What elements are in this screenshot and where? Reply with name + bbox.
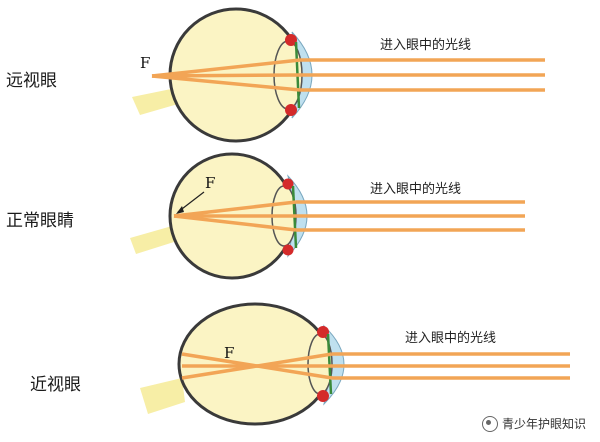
ray-1-converge bbox=[173, 200, 297, 218]
light-rays bbox=[173, 200, 525, 232]
iris-top bbox=[282, 178, 294, 190]
iris-top bbox=[285, 34, 297, 46]
row-label-normal: 正常眼睛 bbox=[6, 211, 74, 231]
light-rays bbox=[151, 58, 545, 92]
normal-eye bbox=[130, 152, 525, 280]
ray-3-converge bbox=[173, 214, 297, 232]
light-rays bbox=[181, 352, 570, 380]
iris-bottom bbox=[317, 390, 329, 402]
nearsighted-eye bbox=[140, 302, 570, 426]
ciliary-muscle bbox=[326, 333, 333, 395]
row-label-nearsighted: 近视眼 bbox=[30, 375, 81, 395]
arrowhead bbox=[176, 206, 184, 214]
light-beam bbox=[140, 378, 185, 414]
iris-top bbox=[317, 326, 329, 338]
wechat-icon bbox=[481, 415, 498, 432]
ray-caption-nearsighted: 进入眼中的光线 bbox=[405, 331, 497, 346]
focal-label-normal: F bbox=[205, 174, 216, 192]
ray-3-converge bbox=[151, 74, 301, 92]
ray-2-converge bbox=[151, 73, 301, 78]
focal-label-nearsighted: F bbox=[224, 344, 235, 362]
light-beam bbox=[132, 88, 178, 115]
focal-label-farsighted: F bbox=[140, 54, 151, 72]
ray-caption-normal: 进入眼中的光线 bbox=[370, 182, 462, 197]
watermark: 青少年护眼知识 bbox=[481, 415, 586, 432]
light-beam bbox=[130, 226, 174, 254]
ray-3-converge bbox=[181, 352, 333, 380]
ray-caption-farsighted: 进入眼中的光线 bbox=[380, 38, 472, 53]
iris-bottom bbox=[282, 244, 294, 256]
ray-1-converge bbox=[151, 58, 301, 78]
row-label-farsighted: 远视眼 bbox=[6, 71, 57, 91]
iris-bottom bbox=[285, 104, 297, 116]
farsighted-eye bbox=[132, 7, 545, 143]
watermark-text: 青少年护眼知识 bbox=[501, 417, 586, 431]
